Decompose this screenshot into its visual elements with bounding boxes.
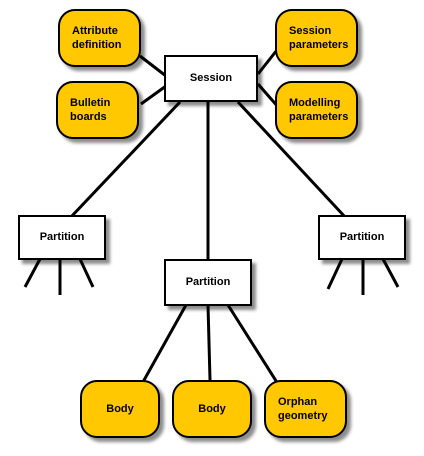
session-node: Session: [164, 55, 258, 102]
edge-session-bulletin-boards: [140, 84, 167, 106]
edge-session-session-parameters: [256, 49, 279, 75]
edge-partition-orphan-geometry: [226, 304, 280, 385]
bulletin-boards-node: Bulletin boards: [56, 81, 139, 139]
attribute-definition-node: Attribute definition: [58, 9, 141, 67]
stub-left-3: [78, 258, 95, 288]
body-label: Body: [106, 402, 134, 415]
body-node-1: Body: [80, 380, 160, 438]
edge-session-partition-left: [68, 100, 182, 220]
partition-node-left: Partition: [18, 215, 106, 260]
stub-right-3: [381, 258, 400, 288]
partition-label: Partition: [39, 231, 85, 244]
modelling-parameters-label: Modelling parameters: [289, 96, 349, 123]
session-parameters-node: Session parameters: [275, 9, 358, 67]
edge-partition-body-2: [206, 304, 212, 381]
orphan-geometry-node: Orphan geometry: [264, 380, 347, 438]
session-label: Session: [189, 72, 233, 85]
session-parameters-label: Session parameters: [289, 24, 349, 51]
bulletin-boards-label: Bulletin boards: [70, 96, 111, 123]
body-node-2: Body: [172, 380, 252, 438]
orphan-geometry-label: Orphan geometry: [278, 395, 328, 422]
edge-session-attribute-definition: [139, 54, 167, 78]
body-label: Body: [198, 402, 226, 415]
partition-label: Partition: [185, 276, 231, 289]
stub-left-1: [23, 258, 42, 288]
edge-partition-body-1: [141, 304, 188, 383]
edge-session-partition-right: [236, 100, 348, 220]
partition-label: Partition: [339, 231, 385, 244]
modelling-parameters-node: Modelling parameters: [275, 81, 358, 139]
partition-node-right: Partition: [318, 215, 406, 260]
attribute-definition-label: Attribute definition: [72, 24, 122, 51]
partition-node-middle: Partition: [164, 259, 252, 306]
stub-right-1: [326, 258, 344, 290]
